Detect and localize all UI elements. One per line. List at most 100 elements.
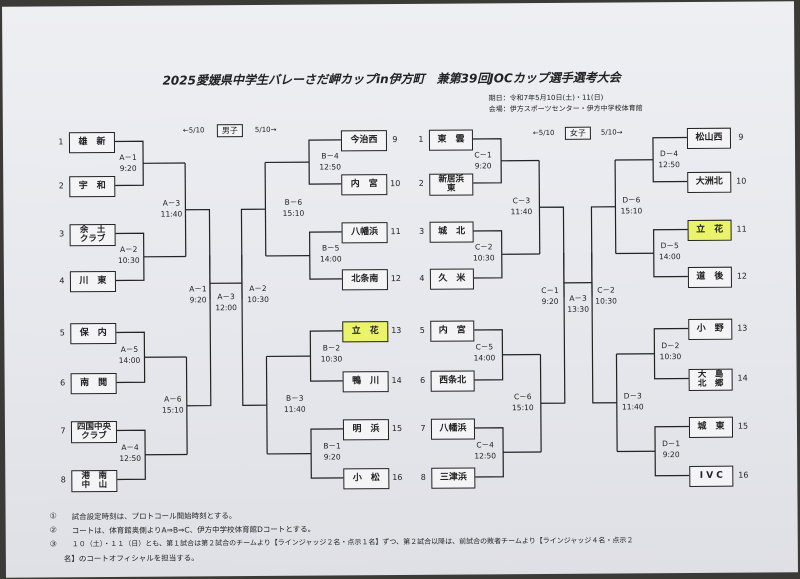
girls-date-right: 5/10→ (600, 128, 623, 137)
match-time: 11:40 (283, 404, 306, 414)
seed-number: 10 (736, 176, 747, 186)
match-code: A－3 (217, 292, 235, 302)
seed-number: 6 (420, 375, 426, 385)
match-time: 11:40 (621, 402, 644, 412)
team-name: 三津浜 (439, 472, 467, 483)
team-box: 北条南 (341, 269, 389, 291)
match-code: D－3 (623, 391, 642, 401)
team-box: 久 米 (429, 268, 475, 290)
team-name: 中 山 (81, 479, 108, 490)
team-name: 松山西 (695, 132, 723, 143)
team-box: 今治西 (340, 130, 388, 152)
match-time: 15:10 (511, 403, 534, 413)
team-box: 川 東 (69, 270, 117, 293)
team-box: 西条北 (430, 370, 475, 392)
team-name: 小 松 (352, 473, 380, 484)
seed-number: 13 (737, 323, 748, 333)
team-name: 城 東 (697, 421, 725, 432)
team-box: 雄 新 (68, 131, 116, 154)
bracket-line (240, 208, 267, 406)
match-time: 14:00 (118, 355, 141, 365)
team-name: 保 内 (79, 328, 107, 339)
match-time: 9:20 (323, 452, 341, 462)
note-number: ③ (49, 539, 57, 549)
team-name: 南 閲 (80, 378, 108, 389)
seed-number: 1 (418, 134, 424, 144)
match-time: 9:20 (662, 450, 680, 460)
team-name: 北 郷 (697, 378, 724, 389)
match-time: 12:50 (474, 451, 497, 461)
team-box: 余 土クラブ (69, 223, 116, 246)
match-time: 11:40 (510, 207, 533, 217)
match-time: 12:50 (658, 160, 680, 170)
team-box: 道 後 (687, 266, 732, 288)
seed-number: 4 (419, 273, 425, 283)
match-code: B－1 (323, 441, 341, 451)
seed-number: 16 (738, 470, 749, 480)
match-code: D－1 (662, 439, 681, 449)
team-name: クラブ (81, 430, 107, 441)
seed-number: 13 (391, 325, 402, 336)
match-time: 9:20 (474, 161, 492, 171)
team-box: 内 宮 (430, 320, 475, 342)
seed-number: 8 (420, 472, 426, 482)
team-box: 小 松 (343, 468, 390, 490)
team-box: 大 島北 郷 (688, 368, 733, 391)
team-name: 内 宮 (350, 179, 378, 190)
note-number: ② (49, 525, 57, 535)
seed-number: 11 (390, 226, 401, 237)
team-name: 城 北 (438, 226, 466, 237)
match-code: D－6 (622, 195, 641, 205)
team-name: 東 (446, 183, 456, 194)
seed-number: 2 (58, 181, 64, 191)
seed-number: 15 (391, 423, 403, 434)
match-code: B－6 (284, 197, 303, 207)
team-name: 立 花 (696, 224, 724, 235)
seed-number: 9 (738, 132, 744, 142)
team-box: 新居浜東 (429, 173, 474, 196)
match-code: C－1 (474, 150, 492, 160)
seed-number: 8 (60, 475, 66, 485)
team-name: 小 野 (696, 323, 724, 334)
team-name: 鴨 川 (352, 376, 380, 387)
match-code: C－3 (512, 196, 531, 206)
match-time: 11:40 (160, 209, 183, 219)
team-box: 東 雲 (428, 129, 474, 151)
match-time: 12:50 (319, 162, 341, 172)
team-box: 松山西 (686, 127, 732, 149)
team-name: 雄 新 (78, 137, 106, 148)
team-box: 保 内 (70, 322, 117, 345)
team-box: 城 東 (688, 416, 734, 438)
match-time: 12:00 (215, 303, 237, 313)
match-code: B－2 (322, 343, 341, 353)
team-name: 宇 和 (78, 181, 106, 192)
team-name: 西条北 (439, 375, 467, 386)
team-name: 明 浜 (352, 424, 380, 435)
seed-number: 3 (59, 229, 65, 239)
bracket-line (539, 206, 566, 404)
match-code: A－5 (120, 344, 139, 354)
team-box: 八幡浜 (430, 418, 476, 440)
seed-number: 7 (420, 423, 426, 433)
seed-number: 16 (392, 472, 403, 483)
seed-number: 6 (60, 378, 66, 388)
seed-number: 5 (419, 325, 425, 335)
match-code: A－3 (162, 198, 181, 208)
girls-label: 女子 (564, 126, 591, 140)
team-box: 四国中央クラブ (70, 420, 118, 443)
